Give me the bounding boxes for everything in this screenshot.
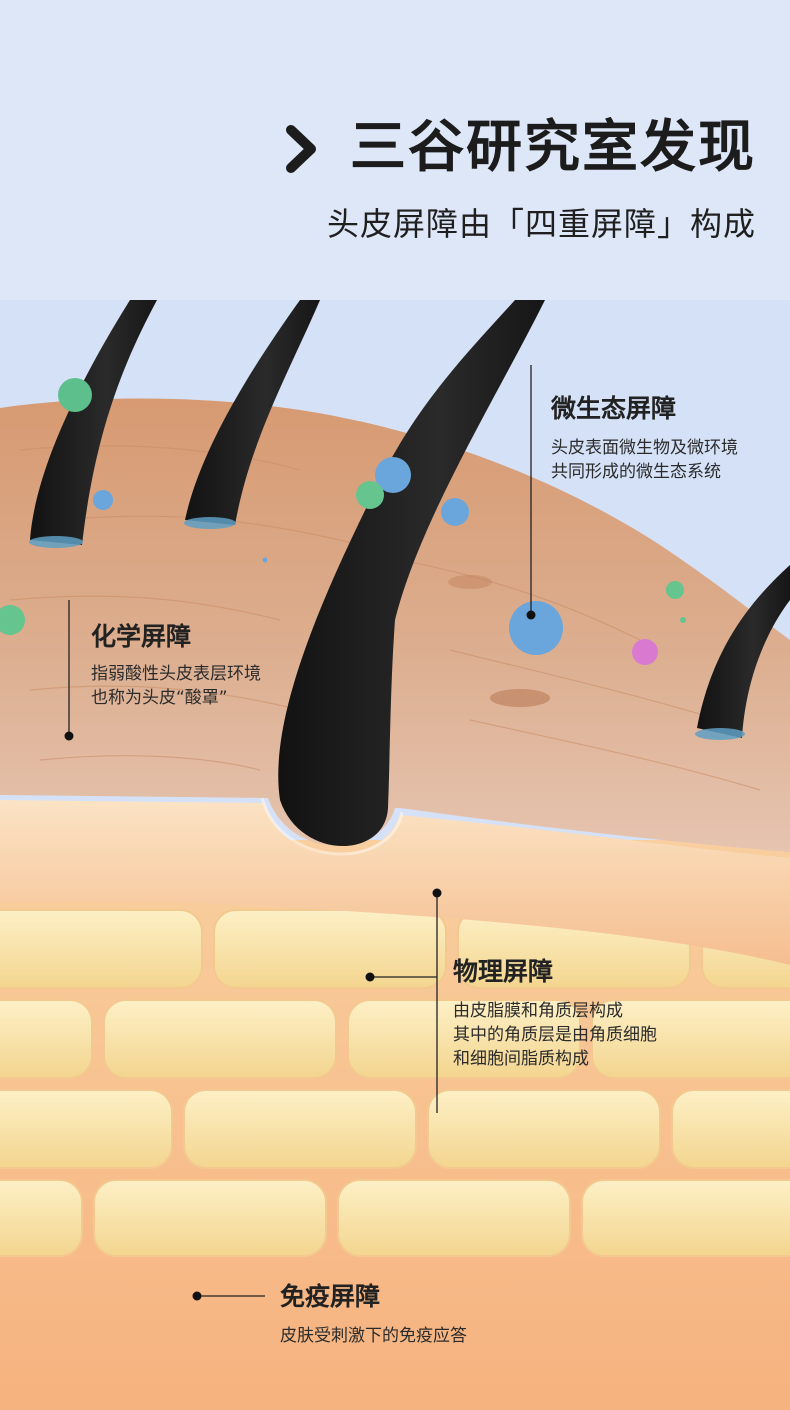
physical-barrier-desc-1: 由皮脂膜和角质层构成 [453, 1001, 623, 1021]
immune-barrier-title: 免疫屏障 [280, 1282, 381, 1311]
header: 三谷研究室发现 头皮屏障由「四重屏障」构成 [0, 0, 790, 300]
microbiome-barrier-title: 微生态屏障 [551, 394, 677, 423]
immune-barrier-desc-1: 皮肤受刺激下的免疫应答 [280, 1326, 467, 1346]
corneocyte-cell [581, 1179, 790, 1257]
corneocyte-cell [427, 1089, 661, 1169]
physical-barrier-label: 物理屏障 由皮脂膜和角质层构成 其中的角质层是由角质细胞 和细胞间脂质构成 [453, 955, 657, 1071]
physical-barrier-desc-2: 其中的角质层是由角质细胞 [453, 1025, 657, 1045]
chevron-right-icon [286, 125, 316, 173]
hair-strands [29, 300, 790, 847]
microbiome-barrier-desc-2: 共同形成的微生态系统 [551, 462, 721, 482]
chemical-barrier-title: 化学屏障 [91, 622, 192, 651]
page-subtitle: 头皮屏障由「四重屏障」构成 [326, 205, 756, 243]
microbiome-barrier-label: 微生态屏障 头皮表面微生物及微环境 共同形成的微生态系统 [551, 392, 738, 484]
corneocyte-cell [0, 999, 93, 1079]
chemical-barrier-desc-1: 指弱酸性头皮表层环境 [91, 664, 261, 684]
immune-barrier-label: 免疫屏障 皮肤受刺激下的免疫应答 [280, 1280, 467, 1348]
microbes [0, 378, 686, 665]
corneocyte-cell [337, 1179, 571, 1257]
chemical-barrier-desc-2: 也称为头皮“酸罩” [91, 688, 228, 708]
corneocyte-cell [591, 999, 790, 1079]
corneocyte-cell [0, 1089, 173, 1169]
microbiome-barrier-desc-1: 头皮表面微生物及微环境 [551, 438, 738, 458]
chemical-barrier-label: 化学屏障 指弱酸性头皮表层环境 也称为头皮“酸罩” [91, 620, 261, 710]
leader-lines [68, 365, 532, 1297]
physical-barrier-desc-3: 和细胞间脂质构成 [453, 1049, 589, 1069]
corneocyte-cell [347, 999, 581, 1079]
corneocyte-cell [213, 909, 447, 989]
page-title: 三谷研究室发现 [350, 115, 756, 180]
corneocyte-cell [183, 1089, 417, 1169]
corneocyte-cell [93, 1179, 327, 1257]
corneocyte-cell [103, 999, 337, 1079]
scalp-illustration [0, 300, 790, 1410]
corneocyte-cell [0, 909, 203, 989]
corneocyte-cell [671, 1089, 790, 1169]
physical-barrier-title: 物理屏障 [453, 957, 554, 986]
corneocyte-cell [0, 1179, 83, 1257]
sebum-band [0, 800, 790, 965]
